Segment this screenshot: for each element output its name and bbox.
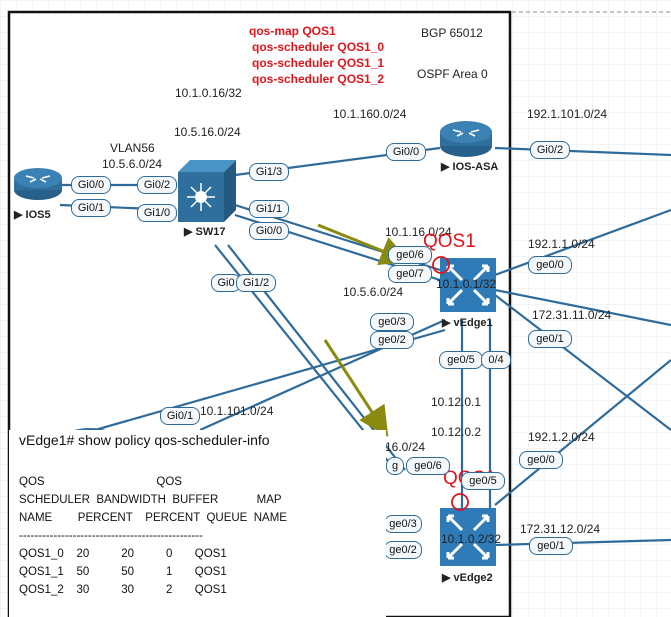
port-badge[interactable]: ge0/2 — [370, 331, 414, 349]
device-name: vEdge2 — [453, 572, 493, 584]
subnet-label: 10.12.0.2 — [431, 425, 482, 439]
link-vedge2-east-a — [494, 359, 671, 506]
cli-output-panel: vEdge1# show policy qos-scheduler-info Q… — [9, 430, 386, 617]
cli-header-3: NAME PERCENT PERCENT QUEUE NAME — [19, 512, 287, 524]
port-badge[interactable]: g — [386, 457, 404, 475]
link-asa-east — [494, 146, 671, 157]
port-badge[interactable]: ge0/7 — [388, 265, 432, 283]
qos-circle-vedge1 — [432, 256, 450, 274]
port-badge[interactable]: ge0/3 — [370, 313, 414, 331]
device-label-vedge2: ▶ vEdge2 — [442, 572, 493, 584]
qos-scheduler-2-label: qos-scheduler QOS1_2 — [252, 72, 385, 86]
port-badge[interactable]: Gi0/1 — [160, 407, 200, 425]
device-label-vedge1: ▶ vEdge1 — [442, 317, 493, 329]
port-badge[interactable]: Gi1/1 — [249, 200, 289, 218]
vedge2-router-icon[interactable] — [440, 508, 496, 566]
cli-row: QOS1_2 30 30 2 QOS1 — [19, 584, 227, 596]
subnet-label: 172.31.12.0/24 — [520, 522, 601, 536]
device-name: vEdge1 — [453, 317, 493, 329]
arrow-to-vedge2 — [323, 339, 389, 438]
device-name: IOS5 — [25, 209, 51, 221]
port-badge[interactable]: Gi0/2 — [137, 176, 177, 194]
loopback-label: 10.1.0.2/32 — [441, 532, 502, 546]
port-badge[interactable]: Gi0/1 — [71, 199, 111, 217]
port-badge[interactable]: Gi1/3 — [249, 163, 289, 181]
port-badge[interactable]: Gi1/2 — [236, 274, 276, 292]
port-badge[interactable]: Gi0/0 — [249, 222, 289, 240]
cli-command: vEdge1# show policy qos-scheduler-info — [19, 432, 270, 448]
device-label-ios-asa: ▶ IOS-ASA — [441, 161, 499, 173]
subnet-label: 192.1.101.0/24 — [527, 107, 608, 121]
subnet-label: 10.1.16.0/24 — [385, 225, 452, 239]
link-vedge2-east-b — [494, 538, 671, 547]
subnet-label: 10.5.6.0/24 — [343, 285, 404, 299]
cli-row: QOS1_1 50 50 1 QOS1 — [19, 566, 227, 578]
cli-header-2: SCHEDULER BANDWIDTH BUFFER MAP — [19, 494, 282, 506]
subnet-label: 10.5.6.0/24 — [102, 157, 163, 171]
port-badge[interactable]: Gi0/2 — [530, 141, 570, 159]
ios-asa-router-icon[interactable] — [440, 121, 492, 157]
cli-row: QOS1_0 20 20 0 QOS1 — [19, 548, 227, 560]
cli-separator: ----------------------------------------… — [19, 530, 203, 542]
port-badge[interactable]: ge0/2 — [384, 541, 422, 559]
subnet-label: 10.12.0.1 — [431, 395, 482, 409]
subnet-label: 10.1.160.0/24 — [333, 107, 407, 121]
subnet-label: 10.1.101.0/24 — [200, 404, 274, 418]
port-badge[interactable]: ge0/5 — [439, 351, 483, 369]
subnet-label: 172.31.11.0/24 — [532, 308, 612, 322]
qos-scheduler-1-label: qos-scheduler QOS1_1 — [252, 56, 385, 70]
loopback-label: 10.1.0.1/32 — [436, 277, 497, 291]
subnet-label: 10.1.0.16/32 — [175, 86, 242, 100]
device-label-ios5: ▶ IOS5 — [14, 209, 51, 221]
vlan-label: VLAN56 — [110, 141, 155, 155]
subnet-label: 16.0/24 — [385, 440, 426, 454]
qos-circle-vedge2 — [451, 493, 469, 511]
port-badge[interactable]: ge0/5 — [461, 472, 505, 490]
port-badge[interactable]: Gi0/0 — [71, 176, 111, 194]
port-badge[interactable]: ge0/1 — [528, 330, 572, 348]
port-badge[interactable]: Gi1/0 — [137, 204, 177, 222]
qos-marker-vedge1: QOS1 — [423, 231, 476, 252]
device-name: SW17 — [195, 226, 226, 238]
sw17-switch-icon[interactable] — [178, 160, 236, 222]
port-badge[interactable]: Gi0/0 — [386, 143, 426, 161]
port-badge[interactable]: ge0/6 — [406, 457, 450, 475]
ospf-label: OSPF Area 0 — [417, 67, 488, 81]
ios5-router-icon[interactable] — [14, 168, 62, 200]
cli-header-1: QOS QOS — [19, 476, 182, 488]
bgp-label: BGP 65012 — [421, 26, 483, 40]
subnet-label: 192.1.1.0/24 — [528, 237, 595, 251]
qos-scheduler-0-label: qos-scheduler QOS1_0 — [252, 40, 385, 54]
link-vedge1-east-c — [494, 294, 671, 431]
port-badge[interactable]: ge0/3 — [384, 515, 422, 533]
subnet-label: 192.1.2.0/24 — [528, 430, 595, 444]
link-vedge1-east-a — [494, 208, 671, 277]
port-badge[interactable]: 0/4 — [481, 351, 511, 369]
subnet-label: 10.5.16.0/24 — [174, 125, 241, 139]
port-badge[interactable]: ge0/0 — [519, 451, 563, 469]
port-badge[interactable]: ge0/6 — [388, 246, 432, 264]
port-badge[interactable]: ge0/1 — [529, 537, 573, 555]
device-label-sw17: ▶ SW17 — [184, 226, 226, 238]
port-badge[interactable]: ge0/0 — [528, 256, 572, 274]
link-vedge1-east-b — [494, 288, 671, 327]
device-name: IOS-ASA — [452, 161, 499, 173]
qos-map-label: qos-map QOS1 — [249, 24, 336, 38]
